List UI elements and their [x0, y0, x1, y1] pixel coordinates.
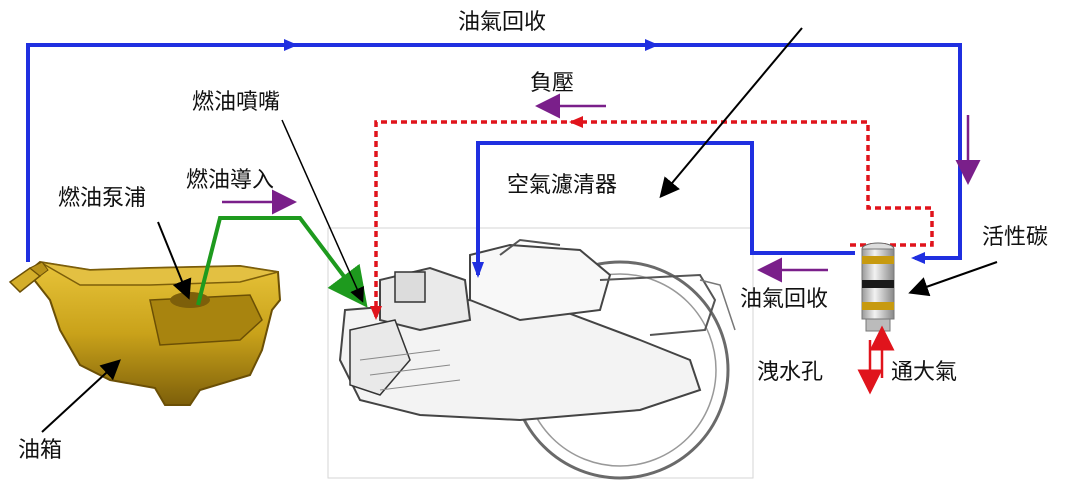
engine-illustration — [327, 227, 754, 480]
label-negative-pressure: 負壓 — [530, 71, 575, 96]
label-fuel-tank: 油箱 — [18, 438, 63, 463]
carbon-canister — [861, 242, 895, 332]
label-activated-carbon: 活性碳 — [982, 225, 1049, 250]
pointer-lines — [41, 27, 998, 433]
vent-arrows — [857, 325, 895, 395]
label-fuel-injector: 燃油噴嘴 — [192, 90, 281, 115]
label-fuel-intake: 燃油導入 — [186, 168, 275, 193]
label-atmosphere-vent: 通大氣 — [891, 360, 958, 385]
label-fuel-pump: 燃油泵浦 — [58, 186, 147, 211]
fuel-feed-line — [196, 216, 368, 308]
label-air-filter: 空氣濾清器 — [507, 173, 618, 198]
negative-pressure-line — [370, 116, 934, 320]
fuel-tank-illustration — [8, 260, 282, 406]
direction-arrows — [222, 93, 981, 283]
label-vapor-recovery-top: 油氣回收 — [458, 10, 547, 35]
vapor-recovery-line — [26, 39, 962, 278]
label-drain-hole: 洩水孔 — [757, 360, 824, 385]
label-vapor-recovery-side: 油氣回收 — [740, 287, 829, 312]
